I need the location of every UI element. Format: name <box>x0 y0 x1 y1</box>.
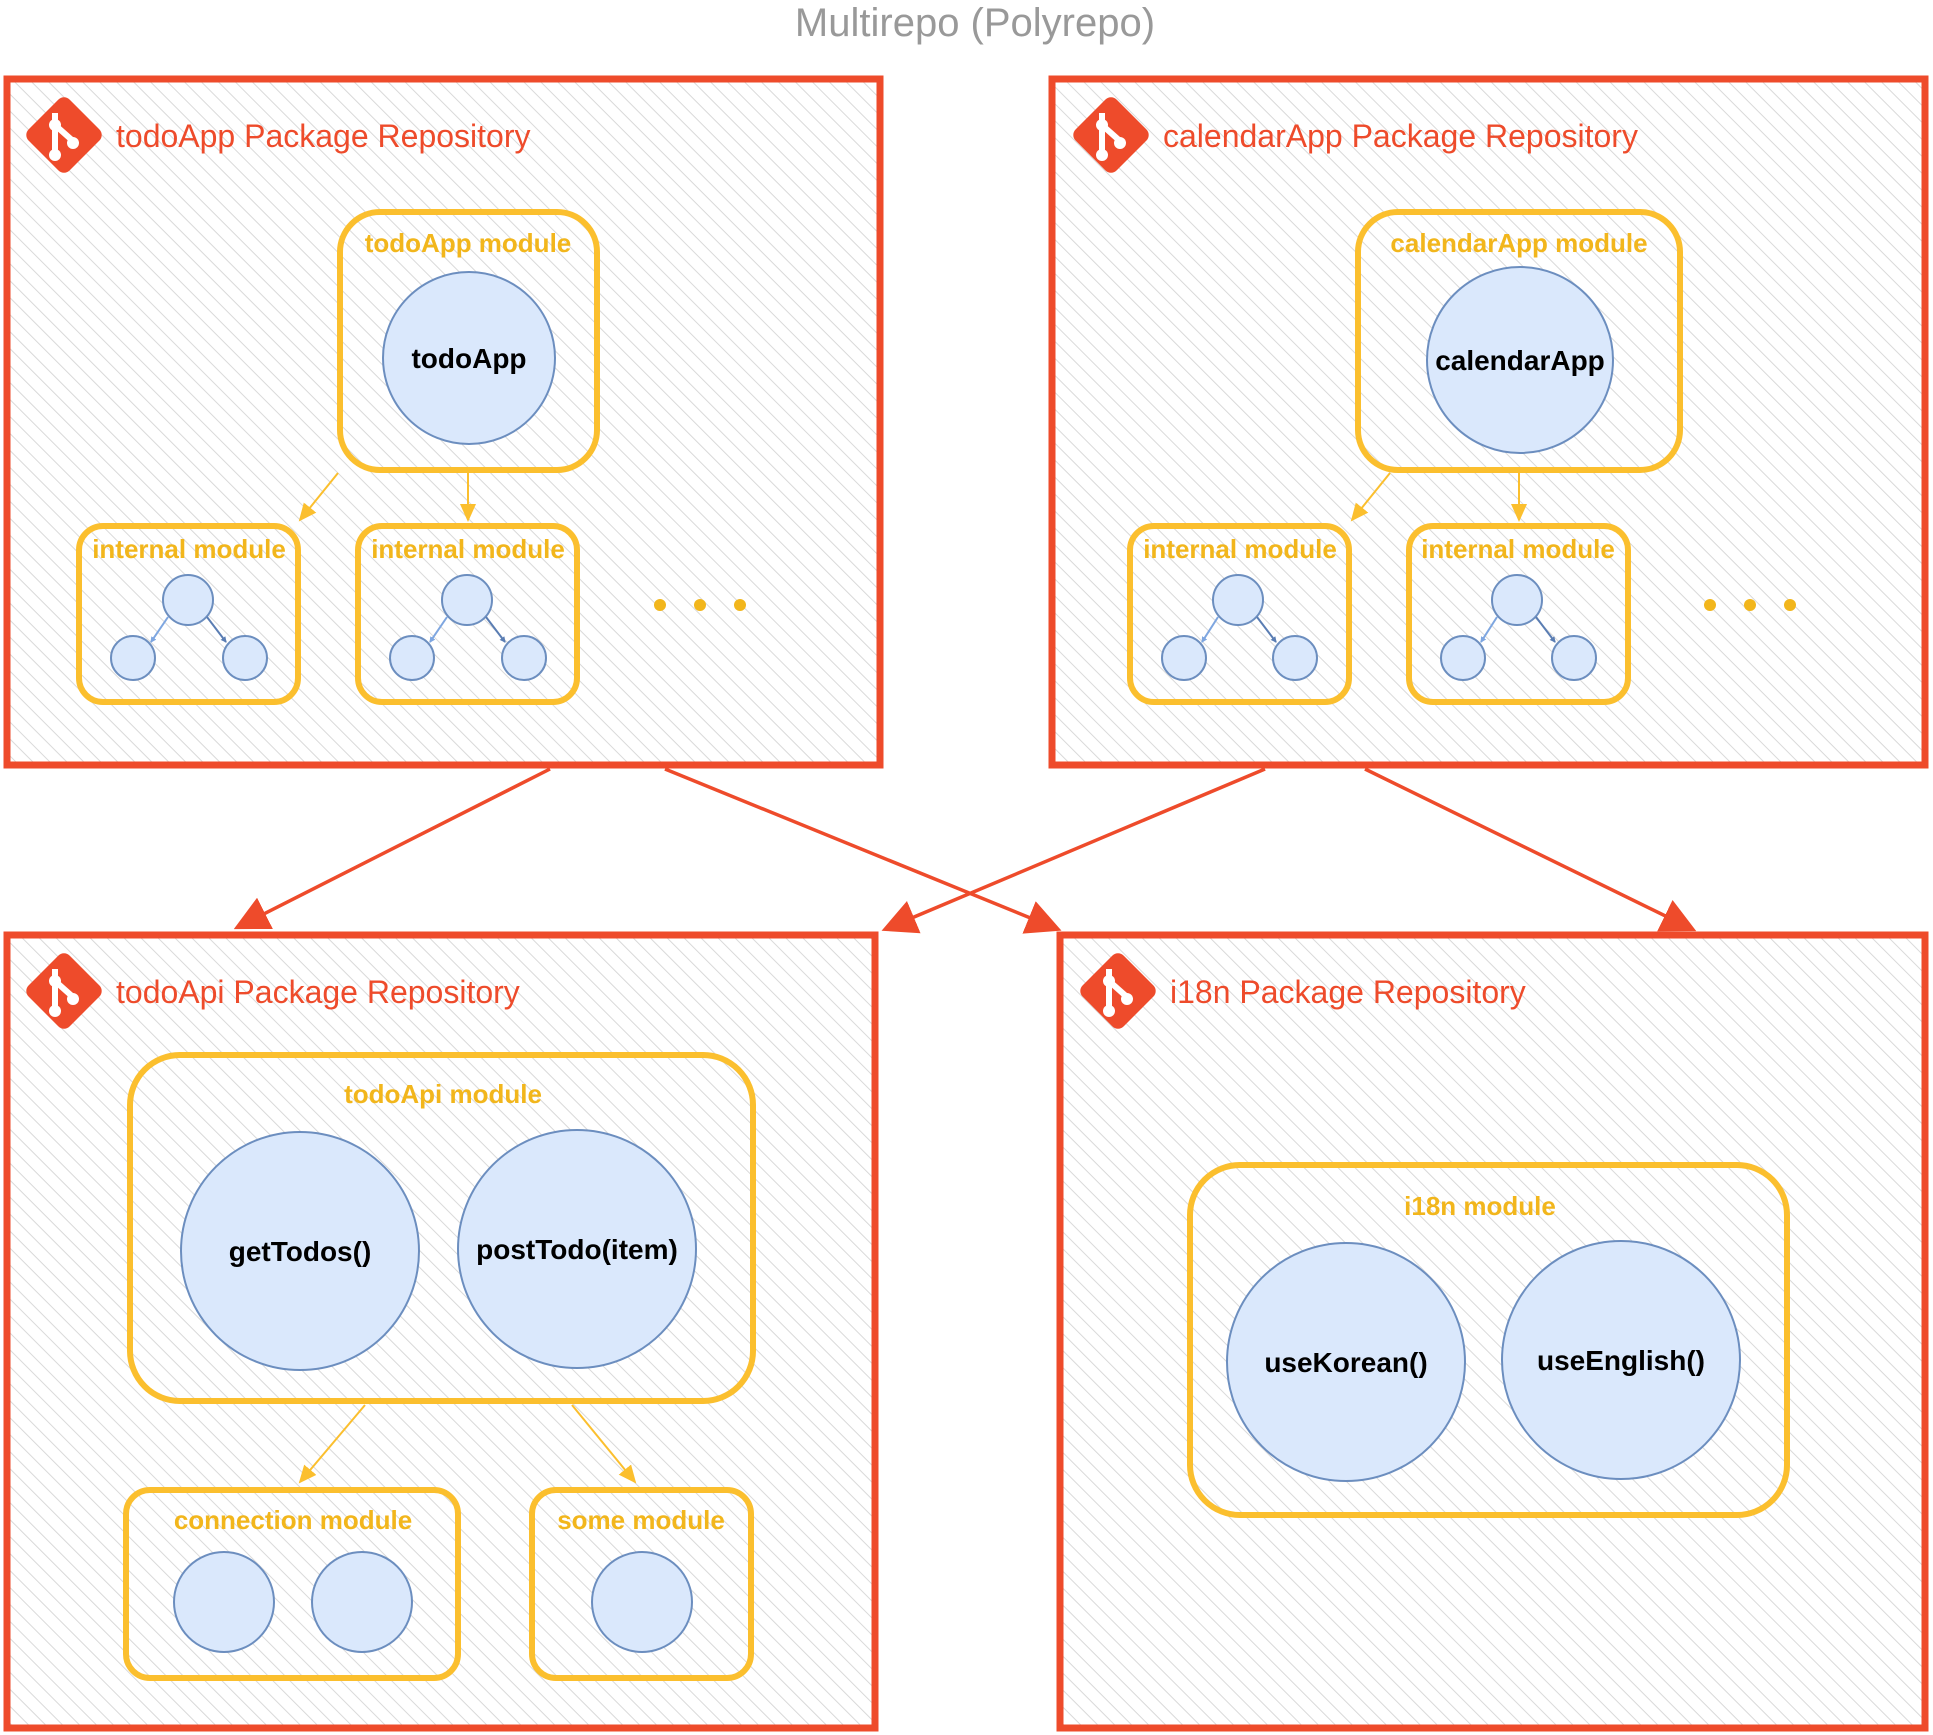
calendarapp-node <box>1426 266 1614 454</box>
todoapp-internal-module-1-label: internal module <box>92 534 286 564</box>
calendarapp-internal-module-2 <box>1406 523 1631 705</box>
repo-todoapi: todoApi Package Repository todoApi modul… <box>3 931 879 1732</box>
calendarapp-module-arrow-1 <box>1350 472 1391 522</box>
internal-edge <box>206 616 227 643</box>
todoapi-module-arrow-1 <box>298 1404 366 1484</box>
connection-node <box>311 1551 413 1653</box>
connection-module <box>123 1487 461 1681</box>
dependency-todoapp-todoapi <box>233 767 551 930</box>
ellipsis-dot <box>1784 599 1796 611</box>
internal-edge <box>1535 616 1556 643</box>
todoapi-module-arrow-2 <box>571 1404 637 1484</box>
todoapp-internal-module-2 <box>355 523 580 705</box>
todoapp-main-module <box>337 209 600 473</box>
connection-module-label: connection module <box>174 1505 412 1535</box>
internal-node <box>389 635 435 681</box>
internal-edge <box>485 616 506 643</box>
internal-node <box>501 635 547 681</box>
todoapp-node-label: todoApp <box>411 343 526 374</box>
ellipsis-dot <box>694 599 706 611</box>
i18n-main-module-label: i18n module <box>1404 1191 1556 1221</box>
usekorean-node-label: useKorean() <box>1264 1347 1427 1378</box>
todoapp-module-arrow-1 <box>298 472 339 522</box>
calendarapp-internal-module-1 <box>1127 523 1352 705</box>
useenglish-node-label: useEnglish() <box>1537 1345 1705 1376</box>
todoapi-main-module <box>127 1052 756 1404</box>
internal-node <box>162 574 214 626</box>
posttodo-node <box>457 1129 697 1369</box>
todoapp-internal-module-2-label: internal module <box>371 534 565 564</box>
repo-todoapp-label: todoApp Package Repository <box>116 118 530 154</box>
repo-i18n-box <box>1056 931 1929 1732</box>
calendarapp-main-module-label: calendarApp module <box>1390 228 1647 258</box>
internal-edge <box>1480 616 1498 643</box>
internal-node <box>1551 635 1597 681</box>
internal-node <box>1440 635 1486 681</box>
todoapi-main-module-label: todoApi module <box>344 1079 542 1109</box>
ellipsis-dot <box>1704 599 1716 611</box>
internal-node <box>1212 574 1264 626</box>
calendarapp-node-label: calendarApp <box>1435 345 1605 376</box>
todoapp-node <box>382 271 556 445</box>
repo-i18n-label: i18n Package Repository <box>1170 974 1526 1010</box>
repo-i18n: i18n Package Repository i18n module useK… <box>1056 931 1929 1732</box>
gettodos-node <box>180 1131 420 1371</box>
calendarapp-internal-module-1-label: internal module <box>1143 534 1337 564</box>
internal-edge <box>429 616 448 643</box>
repo-calendarapp: calendarApp Package Repository calendarA… <box>1048 75 1929 769</box>
internal-node <box>110 635 156 681</box>
internal-node <box>1272 635 1318 681</box>
ellipsis-dot <box>1744 599 1756 611</box>
some-module-label: some module <box>557 1505 725 1535</box>
internal-node <box>222 635 268 681</box>
internal-edge <box>1201 616 1219 643</box>
some-module <box>529 1487 754 1681</box>
internal-node <box>1161 635 1207 681</box>
internal-node <box>441 574 493 626</box>
i18n-main-module <box>1187 1162 1790 1518</box>
repo-calendarapp-label: calendarApp Package Repository <box>1163 118 1638 154</box>
calendarapp-main-module <box>1355 209 1683 473</box>
internal-edge <box>150 616 169 643</box>
ellipsis-dot <box>734 599 746 611</box>
dependency-calendarapp-i18n <box>1364 767 1697 932</box>
useenglish-node <box>1501 1240 1741 1480</box>
internal-node <box>1491 574 1543 626</box>
connection-node <box>173 1551 275 1653</box>
repo-todoapp: todoApp Package Repository todoApp modul… <box>3 75 884 769</box>
todoapp-internal-module-1 <box>76 523 301 705</box>
internal-edge <box>1256 616 1277 643</box>
dependency-todoapp-i18n <box>664 767 1062 934</box>
calendarapp-internal-module-2-label: internal module <box>1421 534 1615 564</box>
dependency-calendarapp-todoapi <box>881 767 1266 934</box>
usekorean-node <box>1226 1242 1466 1482</box>
some-module-node <box>591 1551 693 1653</box>
posttodo-node-label: postTodo(item) <box>476 1234 678 1265</box>
diagram-title: Multirepo (Polyrepo) <box>795 1 1155 45</box>
ellipsis-dot <box>654 599 666 611</box>
gettodos-node-label: getTodos() <box>229 1236 372 1267</box>
todoapp-main-module-label: todoApp module <box>365 228 572 258</box>
repo-todoapi-label: todoApi Package Repository <box>116 974 520 1010</box>
